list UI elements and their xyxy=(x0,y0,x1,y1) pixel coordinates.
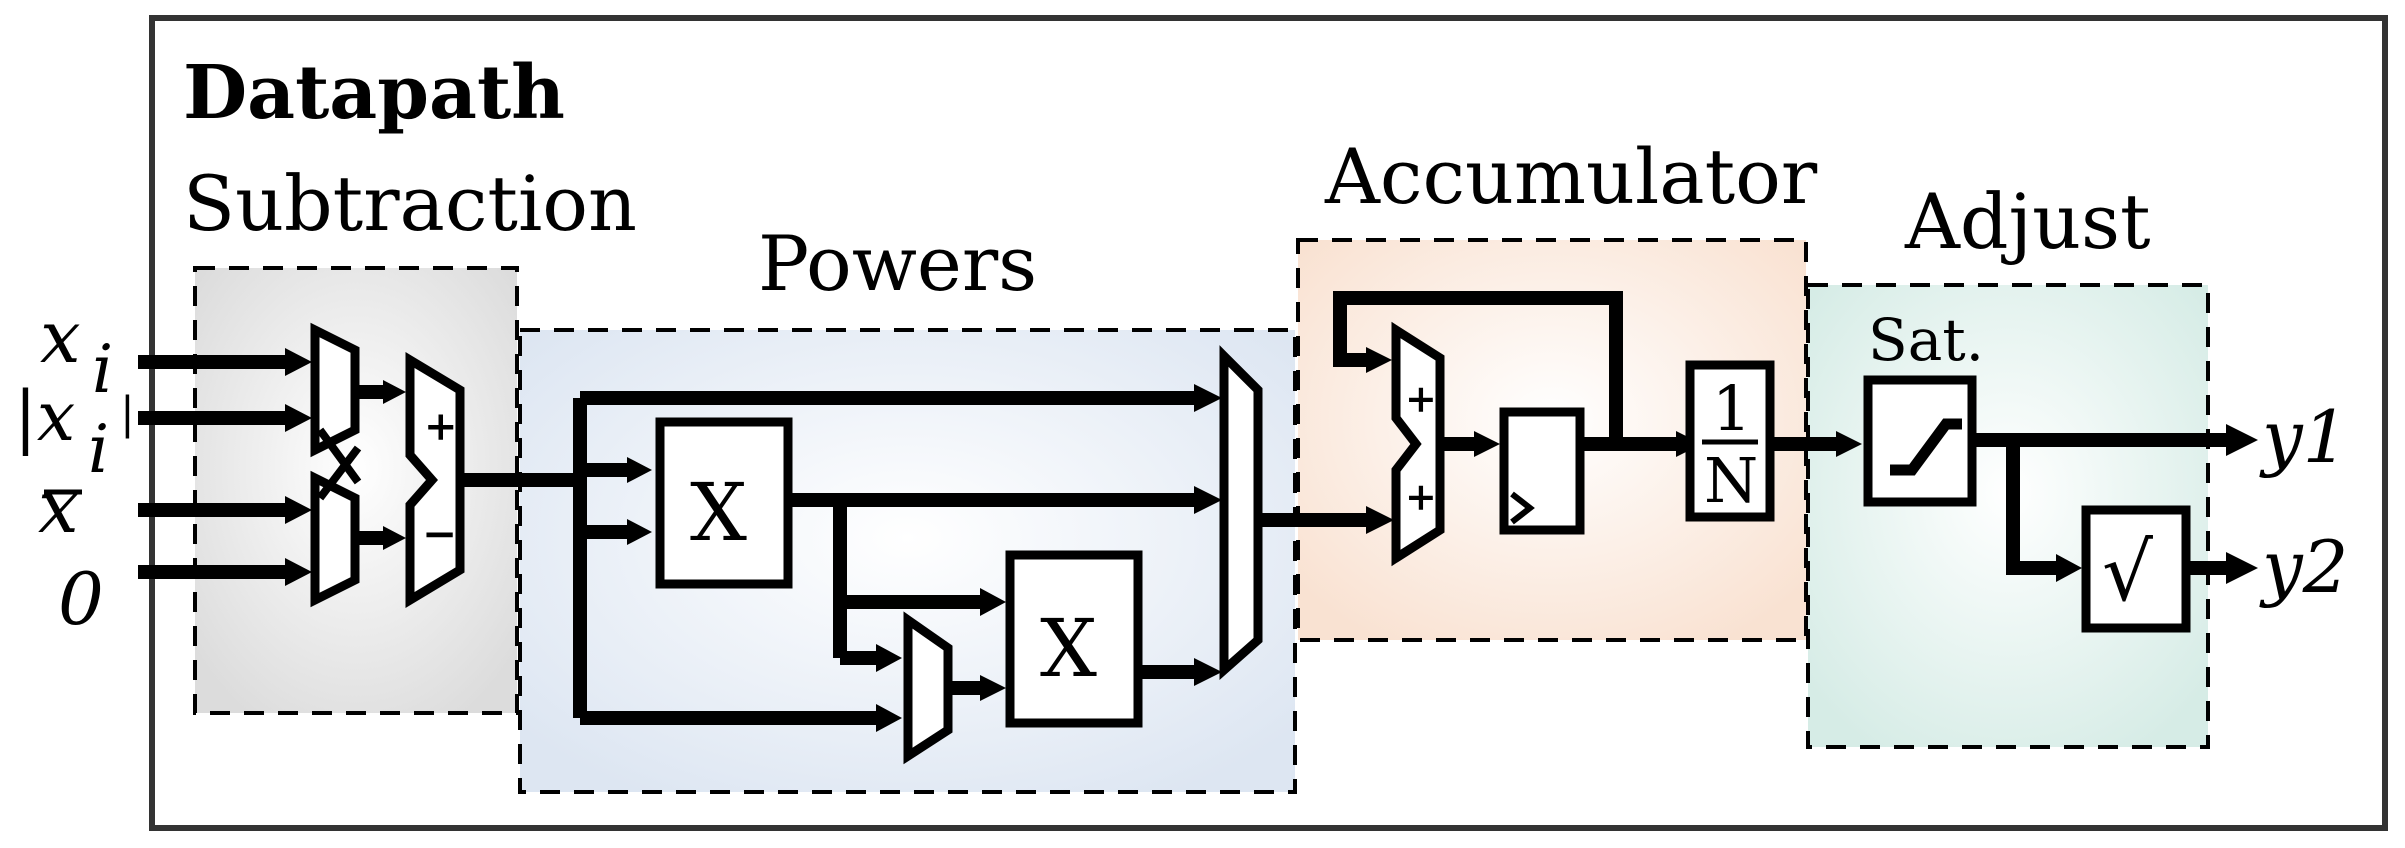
input-mux-bottom xyxy=(310,470,360,608)
accumulator-register xyxy=(1499,407,1585,535)
output-y1-label: y1 xyxy=(2259,395,2348,479)
acc-adder-plus-top: + xyxy=(1405,376,1437,421)
datapath-title: Datapath xyxy=(183,50,565,136)
subtractor xyxy=(405,352,465,608)
svg-text:x: x xyxy=(40,295,81,379)
subtractor-plus: + xyxy=(424,403,458,450)
divide-by-n-numerator: 1 xyxy=(1712,372,1751,445)
accumulator-adder xyxy=(1391,321,1445,567)
svg-text:|: | xyxy=(120,388,135,439)
input-xbar-label: x xyxy=(38,465,82,549)
subtraction-label: Subtraction xyxy=(183,159,637,248)
multiplier-2 xyxy=(1005,550,1143,728)
acc-adder-plus-bottom: + xyxy=(1405,474,1437,519)
adjust-label: Adjust xyxy=(1904,177,2151,266)
input-xi-label: x i xyxy=(40,295,113,408)
input-mux-top xyxy=(310,322,360,458)
input-abs-xi-label: |x i | xyxy=(14,378,135,488)
svg-text:i: i xyxy=(92,331,113,408)
powers-label: Powers xyxy=(758,219,1037,308)
svg-text:i: i xyxy=(88,411,109,488)
saturation-block xyxy=(1863,375,1977,507)
multiplier-2-label: X xyxy=(1040,602,1097,695)
svg-text:|x: |x xyxy=(14,378,75,457)
subtraction-region xyxy=(193,266,519,715)
multiplier-1-label: X xyxy=(690,466,747,559)
subtractor-minus: − xyxy=(422,509,457,558)
input-zero-label: 0 xyxy=(58,557,104,641)
saturation-label: Sat. xyxy=(1868,306,1984,374)
accumulator-label: Accumulator xyxy=(1324,132,1818,221)
svg-text:x: x xyxy=(38,465,79,549)
powers-mux xyxy=(903,611,953,765)
sqrt-label: √ xyxy=(2102,526,2153,619)
multiplier-1 xyxy=(655,417,793,589)
powers-output-mux xyxy=(1219,345,1263,680)
divide-by-n-denominator: N xyxy=(1704,444,1758,517)
output-y2-label: y2 xyxy=(2259,525,2348,609)
